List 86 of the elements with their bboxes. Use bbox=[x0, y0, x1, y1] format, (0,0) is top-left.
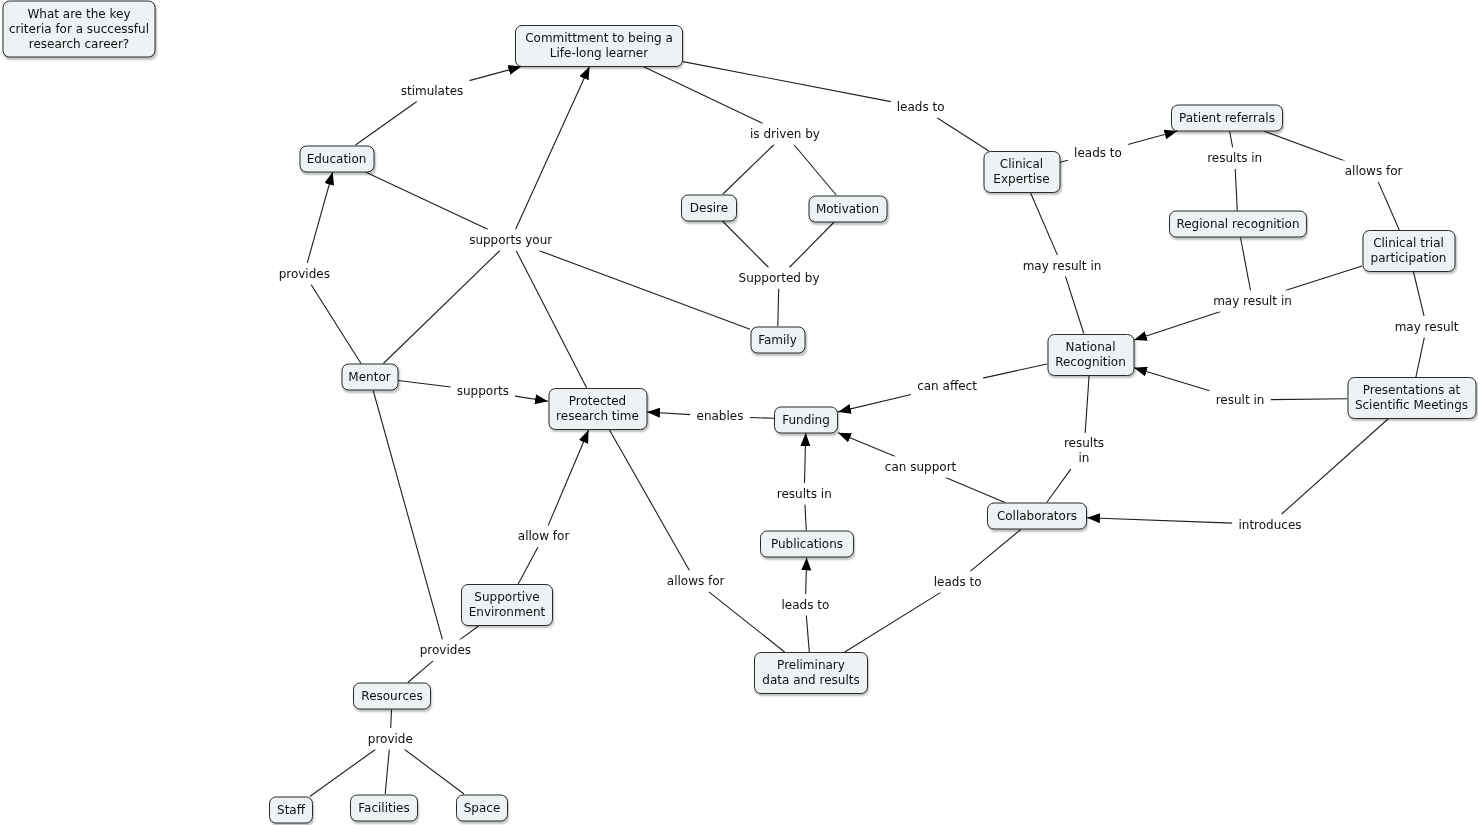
concept-box: Regional recognition bbox=[1169, 210, 1307, 238]
connector-line bbox=[407, 660, 434, 684]
arrow bbox=[837, 393, 912, 414]
connector-line bbox=[793, 143, 837, 196]
linking-phrase: leads to bbox=[1068, 142, 1128, 164]
concept-box: National Recognition bbox=[1047, 333, 1134, 376]
concept-box: Committment to being a Life-long learner bbox=[515, 24, 683, 67]
connector-line bbox=[788, 221, 835, 269]
arrow bbox=[468, 65, 522, 82]
arrow bbox=[1086, 513, 1233, 524]
connector-line bbox=[1030, 192, 1059, 256]
connector-line bbox=[1269, 398, 1348, 401]
connector-line bbox=[390, 708, 393, 729]
connector-line bbox=[608, 429, 691, 572]
connector-line bbox=[945, 477, 1006, 504]
arrow bbox=[800, 432, 811, 484]
connector-line bbox=[1415, 336, 1425, 378]
connector-line bbox=[805, 614, 810, 653]
connector-line bbox=[1239, 236, 1252, 292]
connector-line bbox=[1263, 130, 1346, 162]
question-box: What are the key criteria for a successful research career? bbox=[2, 0, 156, 57]
concept-box: Family bbox=[750, 326, 805, 353]
concept-box: Publications bbox=[760, 530, 854, 558]
linking-phrase: can affect bbox=[911, 375, 983, 397]
connector-line bbox=[459, 625, 480, 641]
connector-line bbox=[1281, 418, 1389, 515]
connector-line bbox=[538, 249, 751, 330]
connector-line bbox=[642, 65, 764, 125]
connector-line bbox=[936, 117, 990, 152]
concept-box: Preliminary data and results bbox=[754, 652, 868, 694]
connector-line bbox=[1377, 181, 1400, 231]
concept-box: Protected research time bbox=[548, 388, 647, 430]
connector-line bbox=[1234, 168, 1238, 212]
arrow bbox=[306, 171, 334, 264]
connector-line bbox=[354, 100, 418, 146]
concept-box: Facilities bbox=[350, 794, 418, 821]
arrow bbox=[837, 432, 896, 458]
connector-line bbox=[982, 363, 1048, 379]
concept-box: Resources bbox=[353, 682, 431, 710]
arrow bbox=[646, 407, 692, 418]
arrow bbox=[1133, 366, 1211, 392]
concept-box: Staff bbox=[269, 796, 313, 824]
connector-line bbox=[1284, 265, 1363, 292]
connector-line bbox=[748, 416, 775, 419]
connector-line bbox=[372, 389, 444, 641]
concept-box: Clinical trial participation bbox=[1362, 230, 1455, 272]
connector-line bbox=[777, 287, 780, 327]
connector-line bbox=[804, 503, 807, 532]
connector-line bbox=[1064, 275, 1085, 335]
connector-line bbox=[969, 528, 1022, 572]
connector-line bbox=[1059, 159, 1069, 163]
connector-line bbox=[515, 249, 588, 389]
connector-line bbox=[397, 379, 452, 388]
connector-line bbox=[1412, 271, 1425, 317]
concept-box: Presentations at Scientific Meetings bbox=[1347, 377, 1476, 419]
concept-box: Space bbox=[456, 794, 508, 821]
connector-line bbox=[382, 249, 501, 365]
connector-line bbox=[708, 591, 786, 653]
connector-line bbox=[309, 748, 377, 798]
arrow bbox=[801, 556, 812, 595]
connector-line bbox=[682, 61, 892, 103]
connector-line bbox=[1084, 374, 1090, 434]
concept-box: Mentor bbox=[341, 363, 398, 391]
connector-line bbox=[310, 283, 362, 365]
connector-line bbox=[517, 546, 539, 585]
connector-line bbox=[1229, 130, 1234, 149]
concept-box: Supportive Environment bbox=[461, 584, 553, 626]
arrow bbox=[1127, 129, 1178, 146]
concept-box: Desire bbox=[681, 194, 737, 221]
connector-line bbox=[384, 748, 390, 795]
concept-box: Funding bbox=[774, 406, 838, 433]
arrow bbox=[547, 429, 590, 527]
connector-line bbox=[722, 143, 775, 195]
arrow bbox=[514, 394, 549, 405]
connector-line bbox=[364, 171, 489, 231]
arrow bbox=[514, 65, 591, 231]
concept-box: Motivation bbox=[808, 195, 887, 222]
concept-box: Education bbox=[299, 145, 374, 172]
connector-line bbox=[403, 748, 465, 795]
connector-line bbox=[1046, 468, 1072, 504]
connector-line bbox=[721, 220, 770, 269]
connector-line bbox=[844, 591, 942, 653]
concept-box: Patient referrals bbox=[1171, 104, 1283, 131]
concept-box: Collaborators bbox=[987, 502, 1087, 530]
concept-box: Clinical Expertise bbox=[983, 151, 1060, 193]
arrow bbox=[1133, 310, 1222, 341]
